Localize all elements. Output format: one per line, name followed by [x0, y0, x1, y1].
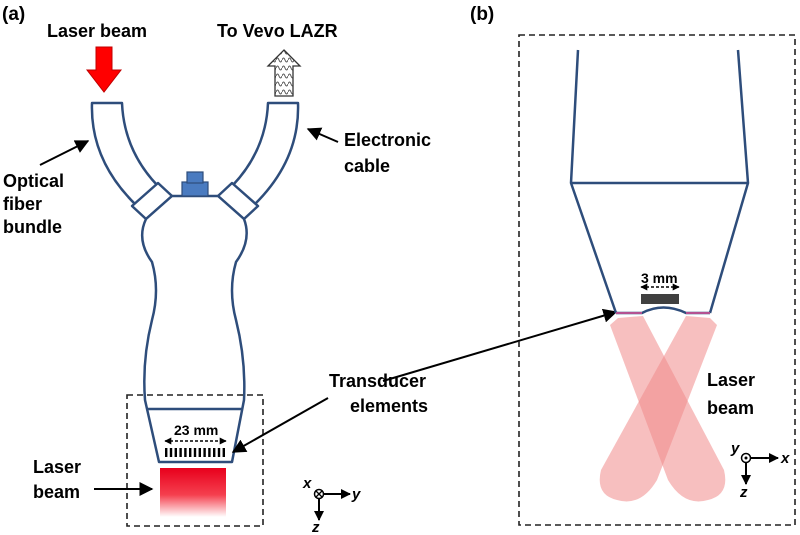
- array-element: [213, 448, 216, 457]
- laser-beam-cross: [599, 316, 726, 502]
- array-element: [165, 448, 168, 457]
- array-element: [203, 448, 206, 457]
- transducer-element: [641, 294, 679, 304]
- axis-a-z-label: z: [311, 519, 320, 535]
- array-element: [198, 448, 201, 457]
- laser-input-arrow-icon: [85, 46, 123, 93]
- array-element: [179, 448, 182, 457]
- electronic-cable-leader: [306, 127, 339, 143]
- array-element: [184, 448, 187, 457]
- array-element: [208, 448, 211, 457]
- electronic-cable-label: Electronic cable: [344, 130, 436, 176]
- array-element: [222, 448, 225, 457]
- panel-a-label: (a): [2, 4, 25, 25]
- array-element: [174, 448, 177, 457]
- array-element: [169, 448, 173, 457]
- panel-b: (b) 3 mm Laser beam: [470, 4, 796, 526]
- panel-a: (a) Laser beam To Vevo LAZR: [2, 4, 618, 535]
- laser-beam-input-label: Laser beam: [47, 21, 147, 41]
- array-element: [189, 448, 192, 457]
- axes-a: x y z: [302, 475, 361, 535]
- element-width-label: 3 mm: [641, 270, 678, 286]
- laser-beam-output-label: Laser beam: [33, 457, 86, 502]
- array-element: [217, 448, 221, 457]
- transducer-array: [165, 448, 225, 457]
- zoom-box-a: [126, 394, 264, 527]
- panel-b-label: (b): [470, 4, 494, 25]
- axes-b: y x z: [730, 440, 790, 501]
- axis-b-x-label: x: [780, 450, 790, 467]
- zoom-box-b: [518, 34, 796, 526]
- to-vevo-lazr-label: To Vevo LAZR: [217, 21, 338, 41]
- optical-fiber-bundle-label: Optical fiber bundle: [3, 171, 69, 237]
- transducer-leader-a: [231, 397, 329, 453]
- axis-b-z-label: z: [739, 484, 748, 501]
- probe-body: [90, 101, 300, 464]
- transducer-leader-b: [382, 308, 618, 382]
- probe-tip-zoom: [569, 49, 750, 315]
- array-element: [193, 448, 197, 457]
- cable-output-arrow-icon: [266, 49, 302, 97]
- connector-knob: [181, 171, 209, 197]
- transducer-elements-label: Transducer elements: [329, 371, 431, 416]
- axis-a-y-label: y: [351, 486, 361, 503]
- array-width-label: 23 mm: [174, 422, 218, 438]
- axis-a-x-label: x: [302, 475, 312, 492]
- optical-fiber-leader: [39, 140, 90, 166]
- laser-beam-output: [160, 468, 226, 517]
- laser-beam-label-b: Laser beam: [707, 370, 760, 418]
- axis-b-y-label: y: [730, 440, 740, 457]
